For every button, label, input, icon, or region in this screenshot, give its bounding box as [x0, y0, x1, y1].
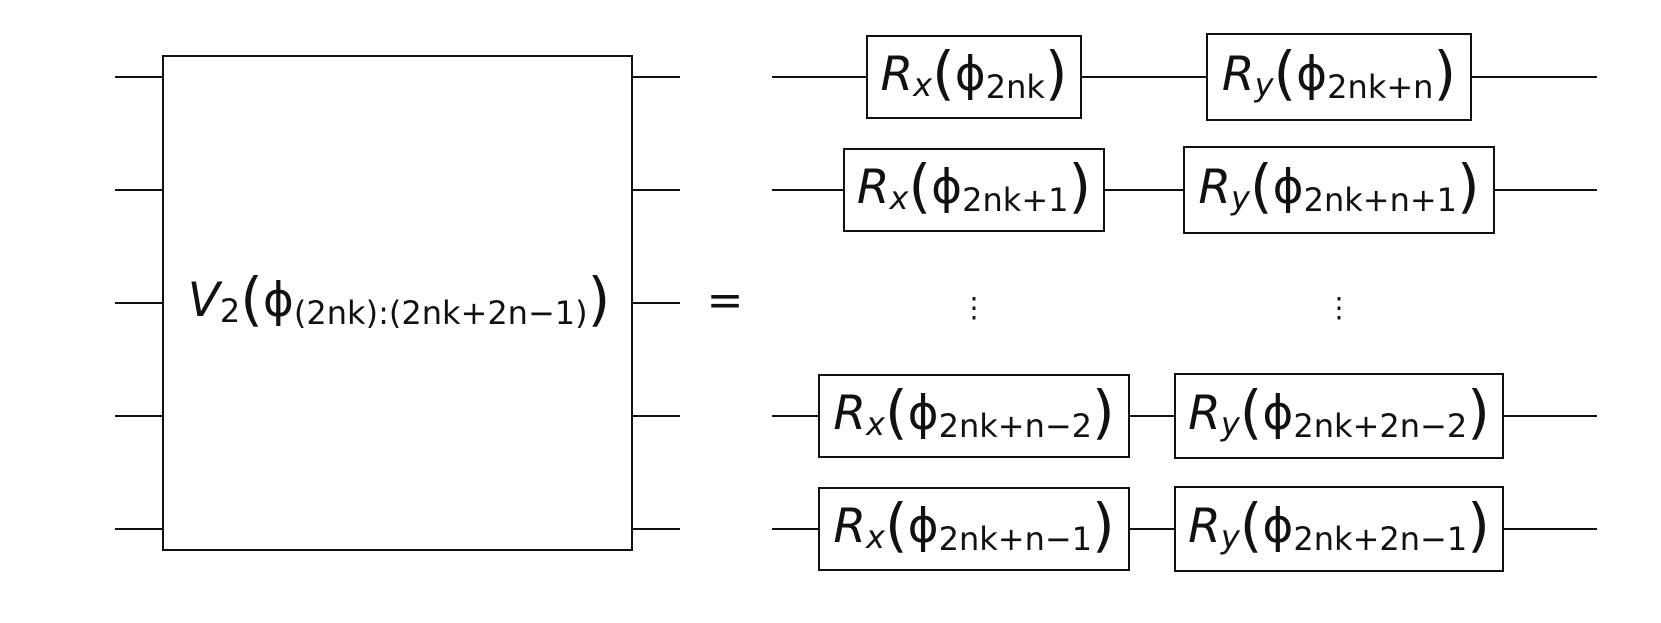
- svg-text:Ry(ϕ2nk+n): Ry(ϕ2nk+n): [1222, 39, 1456, 107]
- svg-text:Rx(ϕ2nk+n−1): Rx(ϕ2nk+n−1): [833, 491, 1114, 559]
- v2-label: V2(ϕ(2nk):(2nk+2n−1)): [188, 265, 611, 333]
- svg-text:Ry(ϕ2nk+2n−1): Ry(ϕ2nk+2n−1): [1188, 491, 1490, 559]
- gate-rx-row1: Rx(ϕ2nk): [866, 35, 1082, 119]
- svg-text:Rx(ϕ2nk): Rx(ϕ2nk): [880, 39, 1067, 107]
- gate-rx-row5: Rx(ϕ2nk+n−1): [818, 487, 1130, 571]
- svg-text:Rx(ϕ2nk+1): Rx(ϕ2nk+1): [857, 152, 1091, 220]
- vdots-left: ⋮: [960, 291, 988, 324]
- svg-text:Rx(ϕ2nk+n−2): Rx(ϕ2nk+n−2): [833, 378, 1114, 446]
- gate-rx-row2: Rx(ϕ2nk+1): [843, 148, 1105, 232]
- gate-ry-row1: Ry(ϕ2nk+n): [1206, 33, 1472, 121]
- equals-sign: =: [707, 275, 744, 326]
- svg-text:Ry(ϕ2nk+n+1): Ry(ϕ2nk+n+1): [1198, 152, 1479, 220]
- gate-ry-row2: Ry(ϕ2nk+n+1): [1183, 146, 1495, 234]
- gate-ry-row4: Ry(ϕ2nk+2n−2): [1174, 373, 1504, 459]
- left-output-wires: [632, 76, 680, 530]
- svg-text:Ry(ϕ2nk+2n−2): Ry(ϕ2nk+2n−2): [1188, 378, 1490, 446]
- gate-rx-row4: Rx(ϕ2nk+n−2): [818, 374, 1130, 458]
- gate-ry-row5: Ry(ϕ2nk+2n−1): [1174, 486, 1504, 572]
- right-wires: [772, 76, 1597, 530]
- v2-block: [162, 55, 633, 551]
- vdots-right: ⋮: [1325, 291, 1353, 324]
- left-input-wires: [115, 76, 163, 530]
